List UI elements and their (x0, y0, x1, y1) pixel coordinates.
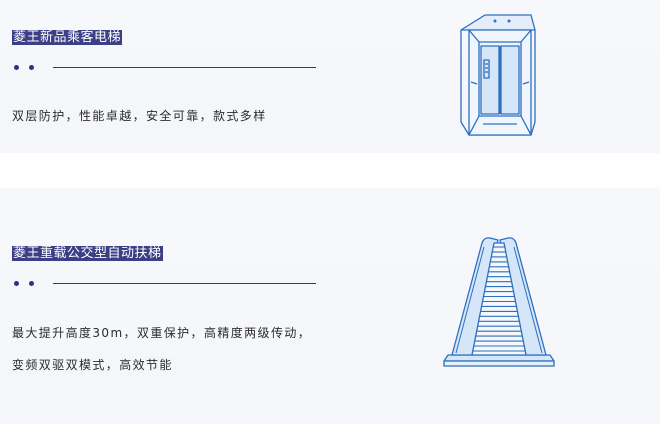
escalator-icon (443, 237, 555, 367)
product-description-line-2: 变频双驱双模式，高效节能 (12, 358, 173, 372)
product-description: 双层防护，性能卓越，安全可靠，款式多样 (12, 109, 267, 123)
passenger-elevator-icon (460, 14, 536, 136)
divider-line (53, 283, 316, 284)
product-title: 菱王重载公交型自动扶梯 (12, 246, 163, 261)
section-gap (0, 153, 660, 188)
divider-line (53, 67, 316, 68)
product-title: 菱王新品乘客电梯 (12, 30, 123, 45)
dot (29, 65, 34, 70)
product-card-passenger-elevator: 菱王新品乘客电梯 双层防护，性能卓越，安全可靠，款式多样 (0, 0, 660, 153)
dot (14, 65, 19, 70)
product-card-escalator: 菱王重载公交型自动扶梯 最大提升高度30m，双重保护，高精度两级传动， 变频双驱… (0, 188, 660, 424)
dot (29, 281, 34, 286)
product-description-line-1: 最大提升高度30m，双重保护，高精度两级传动， (12, 326, 312, 340)
dot (14, 281, 19, 286)
